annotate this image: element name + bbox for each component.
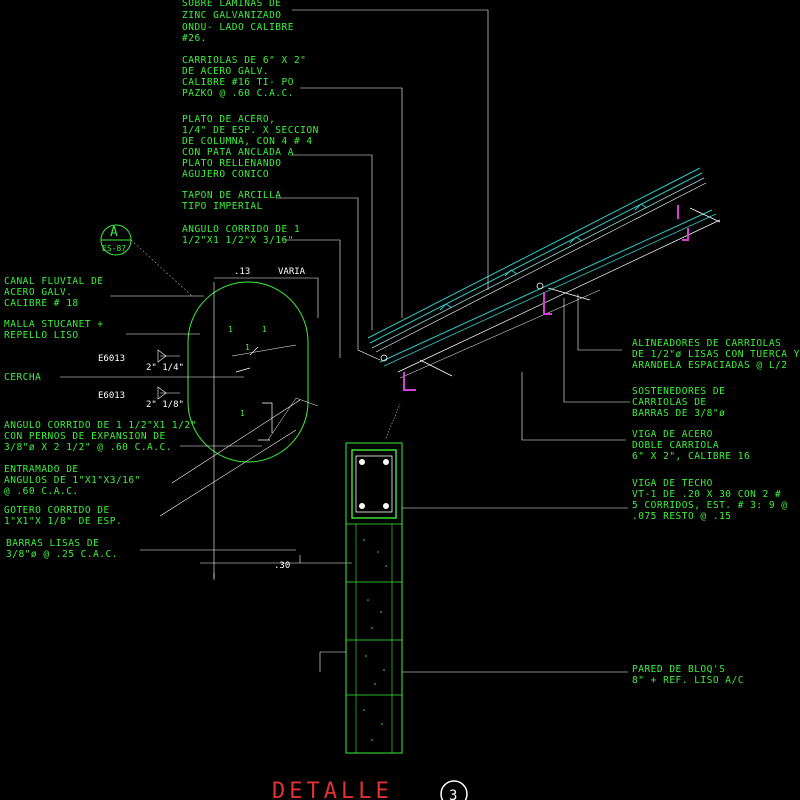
section-bubble: A ES-87 (100, 224, 193, 297)
dimension-lines (157, 349, 352, 580)
note-roof-beam: VIGA DE TECHO VT-1 DE .20 X 30 CON 2 # 5… (632, 478, 794, 522)
note-truss: CERCHA (4, 372, 41, 383)
note-frame: ENTRAMADO DE ANGULOS DE 1"X1"X3/16" @ .6… (4, 464, 147, 497)
svg-text:1: 1 (262, 325, 267, 334)
leader-lines (60, 9, 630, 673)
note-roof-sheet: SOBRE LAMINAS DE ZINC GALVANIZADO ONDU- … (182, 0, 300, 44)
note-purlins: CARRIOLAS DE 6" X 2" DE ACERO GALV. CALI… (182, 55, 313, 99)
svg-text:1: 1 (245, 343, 250, 352)
roof-beam-and-wall (319, 403, 403, 754)
note-angle-bolts: ANGULO CORRIDO DE 1 1/2"X1 1/2" CON PERN… (4, 420, 203, 453)
weld-tag-2: E6013 (98, 391, 125, 401)
gutter-section: 1 1 1 1 (187, 277, 319, 578)
svg-text:1: 1 (240, 409, 245, 418)
title-text: DETALLE (272, 779, 393, 800)
section-sheet: ES-87 (102, 244, 126, 253)
detail-title: DETALLE 3 (272, 779, 468, 800)
note-aligners: ALINEADORES DE CARRIOLAS DE 1/2"ø LISAS … (632, 338, 800, 371)
note-angle: ANGULO CORRIDO DE 1 1/2"X1 1/2"X 3/16" (182, 224, 306, 246)
weld-tag-1: E6013 (98, 354, 125, 364)
note-gutter: CANAL FLUVIAL DE ACERO GALV. CALIBRE # 1… (4, 276, 110, 309)
dimension-13: .13 (234, 267, 250, 277)
note-drip: GOTERO CORRIDO DE 1"X1"X 1/8" DE ESP. (4, 505, 122, 527)
title-number: 3 (449, 788, 457, 800)
note-steel-beam: VIGA DE ACERO DOBLE CARRIOLA 6" X 2", CA… (632, 429, 750, 462)
dimension-30: .30 (274, 561, 290, 571)
dimension-varia: VARIA (278, 267, 306, 277)
section-letter: A (110, 225, 118, 240)
dimension-1-4: 2" 1/4" (146, 363, 184, 373)
dimension-1-8: 2" 1/8" (146, 400, 184, 410)
note-supports: SOSTENEDORES DE CARRIOLAS DE BARRAS DE 3… (632, 386, 732, 419)
note-wall: PARED DE BLOQ'S 8" + REF. LISO A/C (632, 664, 744, 686)
note-steel-plate: PLATO DE ACERO, 1/4" DE ESP. X SECCION D… (182, 114, 325, 180)
roof-assembly (367, 167, 721, 391)
svg-text:1: 1 (228, 325, 233, 334)
note-bars: BARRAS LISAS DE 3/8"ø @ .25 C.A.C. (6, 538, 118, 560)
note-mesh: MALLA STUCANET + REPELLO LISO (4, 319, 110, 341)
note-clay-cap: TAPON DE ARCILLA TIPO IMPERIAL (182, 190, 288, 212)
